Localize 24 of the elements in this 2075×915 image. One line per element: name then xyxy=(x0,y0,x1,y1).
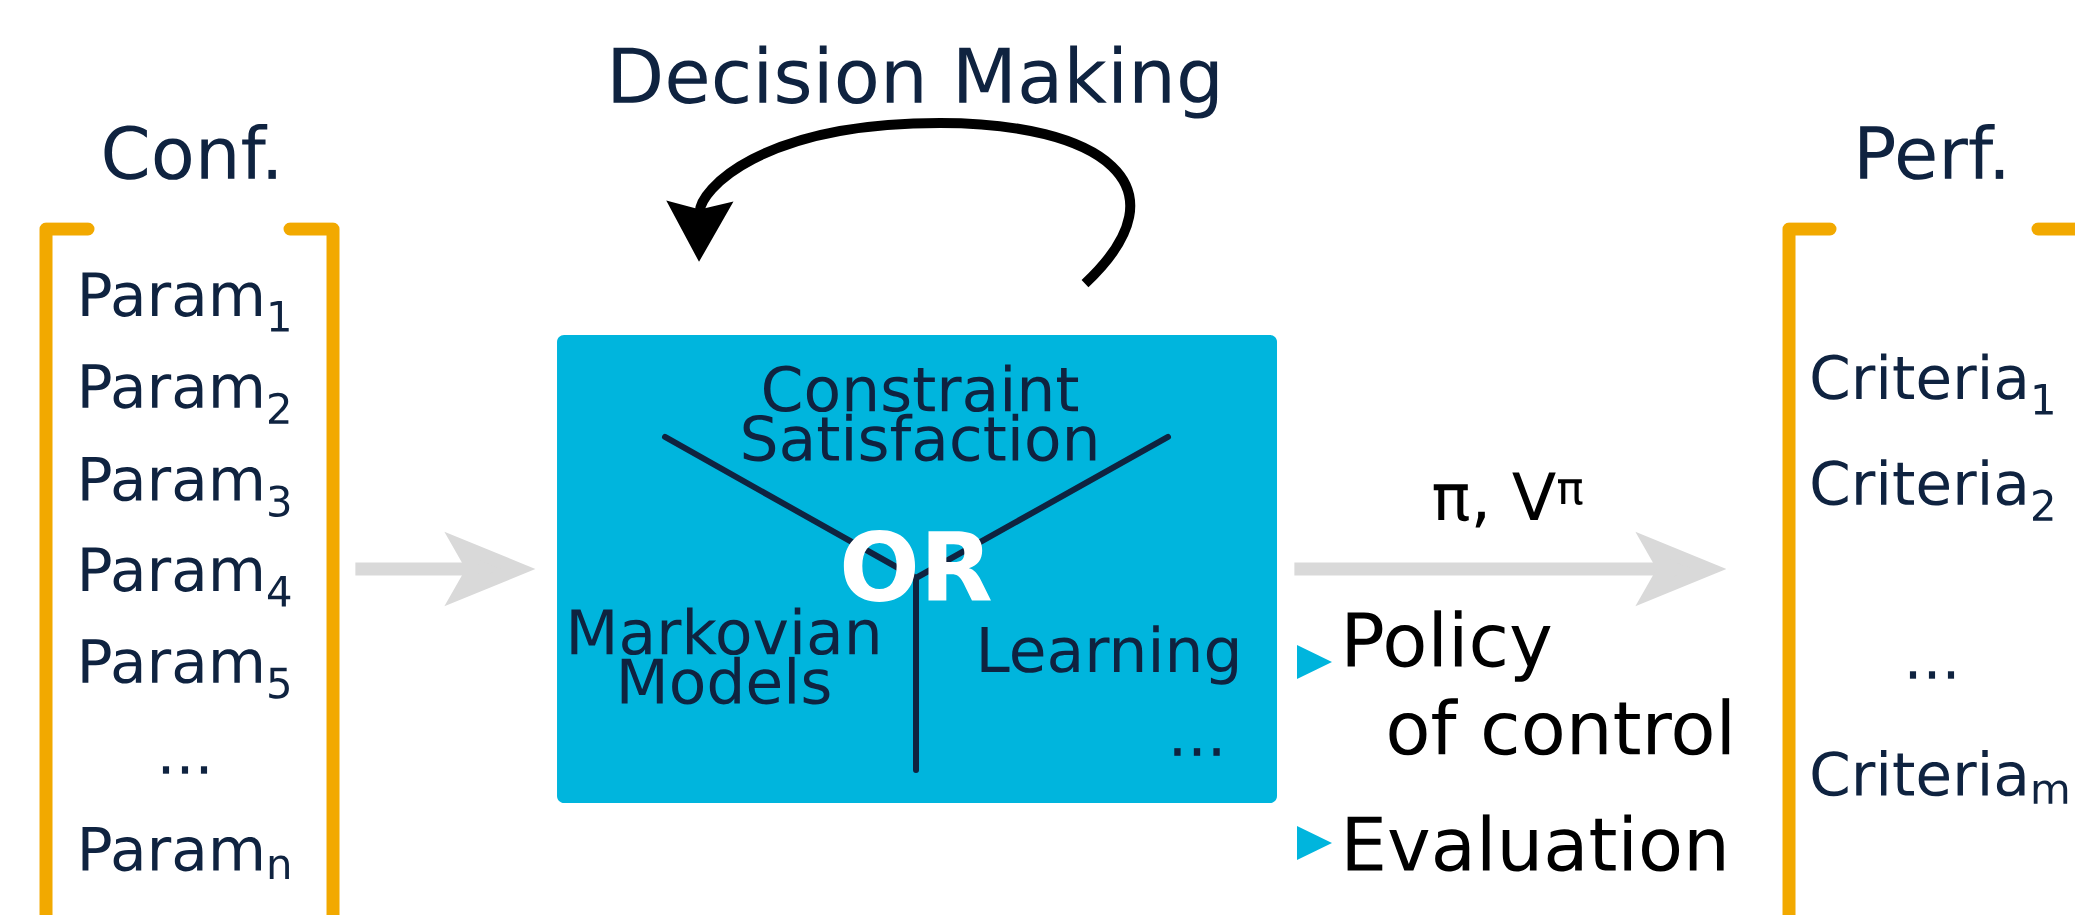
method-box xyxy=(557,335,1277,803)
item-label: ... xyxy=(162,766,208,774)
method-label: Markovian Models xyxy=(571,607,878,705)
method-label: Constraint Satisfaction xyxy=(743,364,1096,462)
edge-label: Decision Making xyxy=(613,45,1218,119)
item-label: ... xyxy=(1909,671,1955,679)
item-label: Param$_{1}$ xyxy=(82,272,289,332)
item-label: Param$_{3}$ xyxy=(82,456,290,518)
item-label: Param$_{n}$ xyxy=(82,827,289,879)
heading: Conf. xyxy=(104,124,276,180)
bullet-text: Evaluation xyxy=(1347,814,1724,872)
bracket xyxy=(1782,222,2075,915)
item-label: Criteria$_{1}$ xyxy=(1812,353,2053,415)
edge-label: π, V$^{π}$ xyxy=(1433,472,1583,528)
heading: Perf. xyxy=(1860,124,2004,180)
item-label: Param$_{4}$ xyxy=(82,547,291,607)
ellipsis: ... xyxy=(1174,748,1220,756)
method-label: Learning xyxy=(981,625,1237,685)
item-label: Criteria$_{2}$ xyxy=(1812,459,2053,521)
bracket xyxy=(39,222,340,915)
bullet-text: Policy of control xyxy=(1347,610,1730,756)
item-label: Param$_{5}$ xyxy=(82,639,289,699)
item-label: Criteria$_{m}$ xyxy=(1812,750,2068,804)
item-label: Param$_{2}$ xyxy=(82,364,289,424)
